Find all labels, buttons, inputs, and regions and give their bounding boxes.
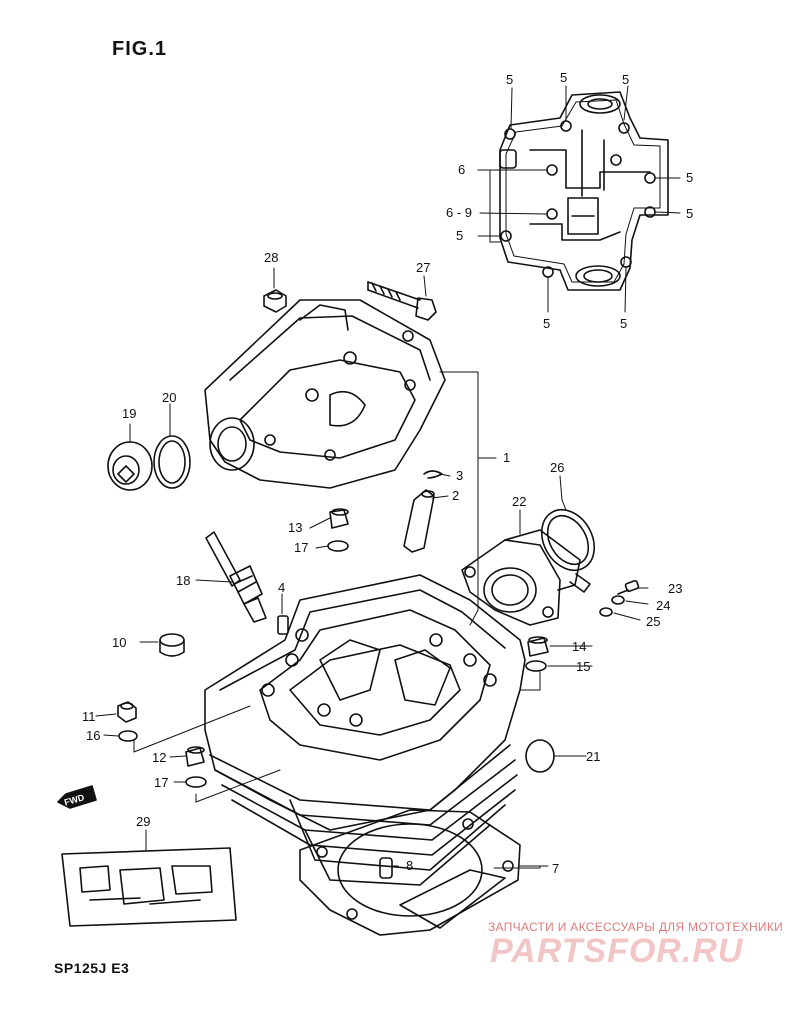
callout-3: 3 (456, 468, 463, 483)
leaders-cover (477, 85, 681, 313)
callout-29: 29 (136, 814, 150, 829)
callout-5-d: 5 (686, 170, 693, 185)
callout-4: 4 (278, 580, 285, 595)
callout-18: 18 (176, 573, 190, 588)
callout-28: 28 (264, 250, 278, 265)
callout-5-b: 5 (560, 70, 567, 85)
washer-16 (118, 730, 138, 742)
callout-16: 16 (86, 728, 100, 743)
watermark-tagline: ЗАПЧАСТИ И АКСЕССУАРЫ ДЛЯ МОТОТЕХНИКИ (488, 920, 784, 934)
callout-labels: 5 5 5 5 5 5 5 5 6 6 - 9 1 2 3 4 7 8 10 1… (63, 70, 693, 876)
callout-21: 21 (586, 749, 600, 764)
o-ring-20 (153, 435, 191, 489)
head-cover-top-view (499, 91, 669, 291)
spark-plug-18 (205, 531, 267, 623)
cap-19 (107, 441, 153, 491)
washer-15 (525, 660, 547, 672)
callout-5-h: 5 (620, 316, 627, 331)
callout-24: 24 (656, 598, 670, 613)
fwd-arrow (57, 785, 97, 809)
clip-3 (423, 470, 443, 479)
callout-6: 6 (458, 162, 465, 177)
washer-24 (611, 595, 625, 605)
callout-8: 8 (406, 858, 413, 873)
watermark-logo: PARTSFOR.RU (490, 932, 744, 970)
callout-1: 1 (503, 450, 510, 465)
intake-pipe-22 (461, 529, 581, 626)
callout-11: 11 (82, 709, 96, 724)
callout-17-lower: 17 (154, 775, 168, 790)
leader-lines (95, 267, 649, 869)
washer-25 (599, 607, 613, 617)
cylinder-head (204, 574, 526, 886)
callout-5-g: 5 (543, 316, 550, 331)
callout-23: 23 (668, 581, 682, 596)
callout-14: 14 (572, 639, 586, 654)
washer-17-upper (327, 540, 349, 552)
callout-5-f: 5 (456, 228, 463, 243)
nut-28 (263, 289, 287, 313)
screw-23 (617, 579, 640, 595)
nut-12 (185, 746, 205, 767)
washer-17-lower (185, 776, 207, 788)
callout-22: 22 (512, 494, 526, 509)
camshaft-housing (204, 299, 446, 489)
callout-5-a: 5 (506, 72, 513, 87)
callout-19: 19 (122, 406, 136, 421)
callout-13: 13 (288, 520, 302, 535)
callout-2: 2 (452, 488, 459, 503)
callout-10: 10 (112, 635, 126, 650)
model-code: SP125J E3 (54, 960, 130, 976)
callout-12: 12 (152, 750, 166, 765)
figure-title: FIG.1 (112, 38, 168, 60)
nut-13 (329, 508, 349, 529)
callout-20: 20 (162, 390, 176, 405)
dowel-4 (277, 615, 289, 635)
dowel-8 (379, 857, 393, 879)
cap-10 (159, 633, 185, 657)
valve-guide-2 (403, 489, 435, 553)
callout-5-e: 5 (686, 206, 693, 221)
callout-5-c: 5 (622, 72, 629, 87)
plug-21 (525, 739, 555, 773)
callout-17-upper: 17 (294, 540, 308, 555)
callout-27: 27 (416, 260, 430, 275)
callout-26: 26 (550, 460, 564, 475)
callout-25: 25 (646, 614, 660, 629)
bolt-27 (367, 281, 437, 321)
clamp-26 (540, 509, 596, 593)
callout-7: 7 (552, 861, 559, 876)
gasket-set-29 (61, 847, 237, 927)
callout-15: 15 (576, 659, 590, 674)
nut-11 (117, 701, 137, 723)
nut-14 (527, 636, 549, 657)
callout-6-9: 6 - 9 (446, 205, 472, 220)
head-gasket-7 (299, 809, 521, 936)
